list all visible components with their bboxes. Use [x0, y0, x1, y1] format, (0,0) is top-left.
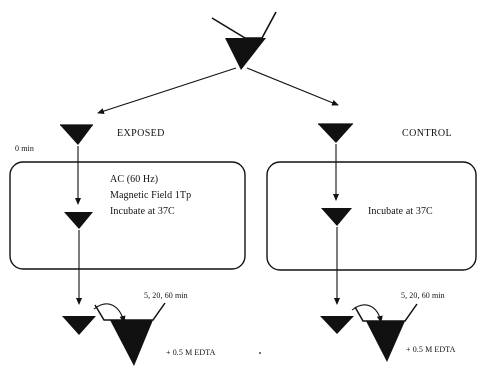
exposed-incubation-tube — [64, 212, 93, 229]
control-times-label: 5, 20, 60 min — [401, 291, 445, 300]
control-edta-tube — [354, 303, 418, 362]
stray-dot — [259, 352, 261, 354]
control-title: CONTROL — [402, 128, 453, 139]
control-condition-incubate: Incubate at 37C — [368, 206, 433, 217]
exposed-edta-label: + 0.5 M EDTA — [166, 348, 216, 357]
zero-min-label: 0 min — [15, 144, 34, 153]
exposed-condition-incubate: Incubate at 37C — [110, 206, 175, 217]
exposed-condition-ac: AC (60 Hz) — [110, 174, 159, 185]
arrow-to-exposed — [97, 67, 237, 114]
exposed-edta-tube — [94, 302, 166, 366]
control-transfer-arrow — [351, 304, 383, 323]
control-edta-label: + 0.5 M EDTA — [406, 345, 456, 354]
control-start-tube — [318, 123, 353, 143]
control-sample-tube — [320, 316, 354, 334]
exposed-condition-field: Magnetic Field 1Tp — [110, 190, 192, 201]
control-incubation-tube — [321, 208, 352, 226]
arrow-to-control — [246, 67, 339, 106]
exposed-title: EXPOSED — [117, 128, 165, 139]
exposed-treatment-box — [9, 161, 246, 270]
control-treatment-box — [266, 161, 477, 271]
exposed-times-label: 5, 20, 60 min — [144, 291, 188, 300]
source-tube — [211, 11, 277, 70]
exposed-start-tube — [60, 124, 93, 145]
exposed-transfer-arrow — [93, 303, 126, 323]
exposed-sample-tube — [62, 316, 96, 335]
